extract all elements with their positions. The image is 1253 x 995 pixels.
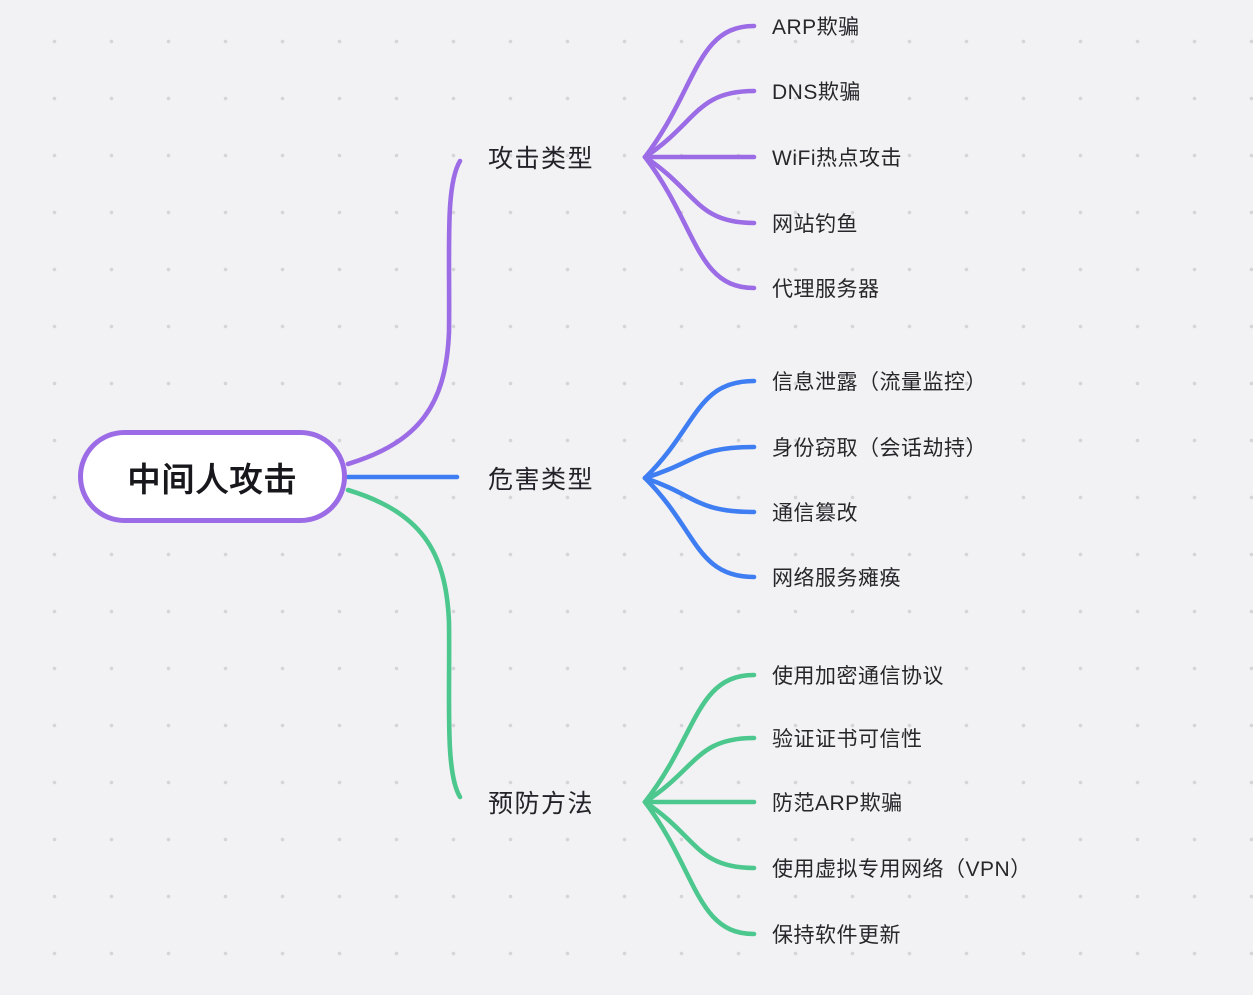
leaf-connector-line	[642, 735, 757, 805]
leaf-label[interactable]: 代理服务器	[772, 278, 880, 301]
branch-connector-line	[345, 158, 463, 467]
leaf-connector-line	[642, 444, 757, 481]
leaf-connector-line	[642, 378, 757, 481]
root-node-label: 中间人攻击	[127, 460, 298, 498]
leaf-connector-line	[642, 88, 757, 160]
leaf-label[interactable]: WiFi热点攻击	[772, 147, 902, 170]
leaf-label[interactable]: 验证证书可信性	[772, 728, 923, 751]
branch-label[interactable]: 危害类型	[488, 466, 595, 494]
branch-connector-line	[345, 487, 463, 800]
leaf-label[interactable]: 网站钓鱼	[772, 213, 858, 236]
leaf-connector-line	[642, 799, 757, 937]
leaf-label[interactable]: ARP欺骗	[772, 16, 860, 39]
leaf-connector-line	[642, 672, 757, 805]
branch-label[interactable]: 预防方法	[488, 790, 595, 818]
leaf-label[interactable]: DNS欺骗	[772, 81, 861, 104]
leaf-label[interactable]: 防范ARP欺骗	[772, 792, 903, 815]
leaf-label[interactable]: 网络服务瘫痪	[772, 567, 901, 590]
leaf-label[interactable]: 保持软件更新	[772, 924, 901, 947]
leaf-connector-line	[642, 475, 757, 515]
leaf-connector-line	[642, 23, 757, 160]
leaf-connector-line	[642, 475, 757, 580]
leaf-label[interactable]: 使用虚拟专用网络（VPN）	[772, 858, 1032, 881]
leaf-connector-line	[642, 799, 757, 871]
leaf-connector-line	[642, 154, 757, 226]
leaf-label[interactable]: 通信篡改	[772, 502, 858, 525]
leaf-label[interactable]: 信息泄露（流量监控）	[772, 371, 987, 394]
leaf-label[interactable]: 身份窃取（会话劫持）	[772, 437, 987, 460]
root-node[interactable]: 中间人攻击	[78, 430, 347, 523]
leaf-label[interactable]: 使用加密通信协议	[772, 665, 944, 688]
leaf-connector-line	[642, 154, 757, 291]
branch-label[interactable]: 攻击类型	[488, 145, 595, 173]
